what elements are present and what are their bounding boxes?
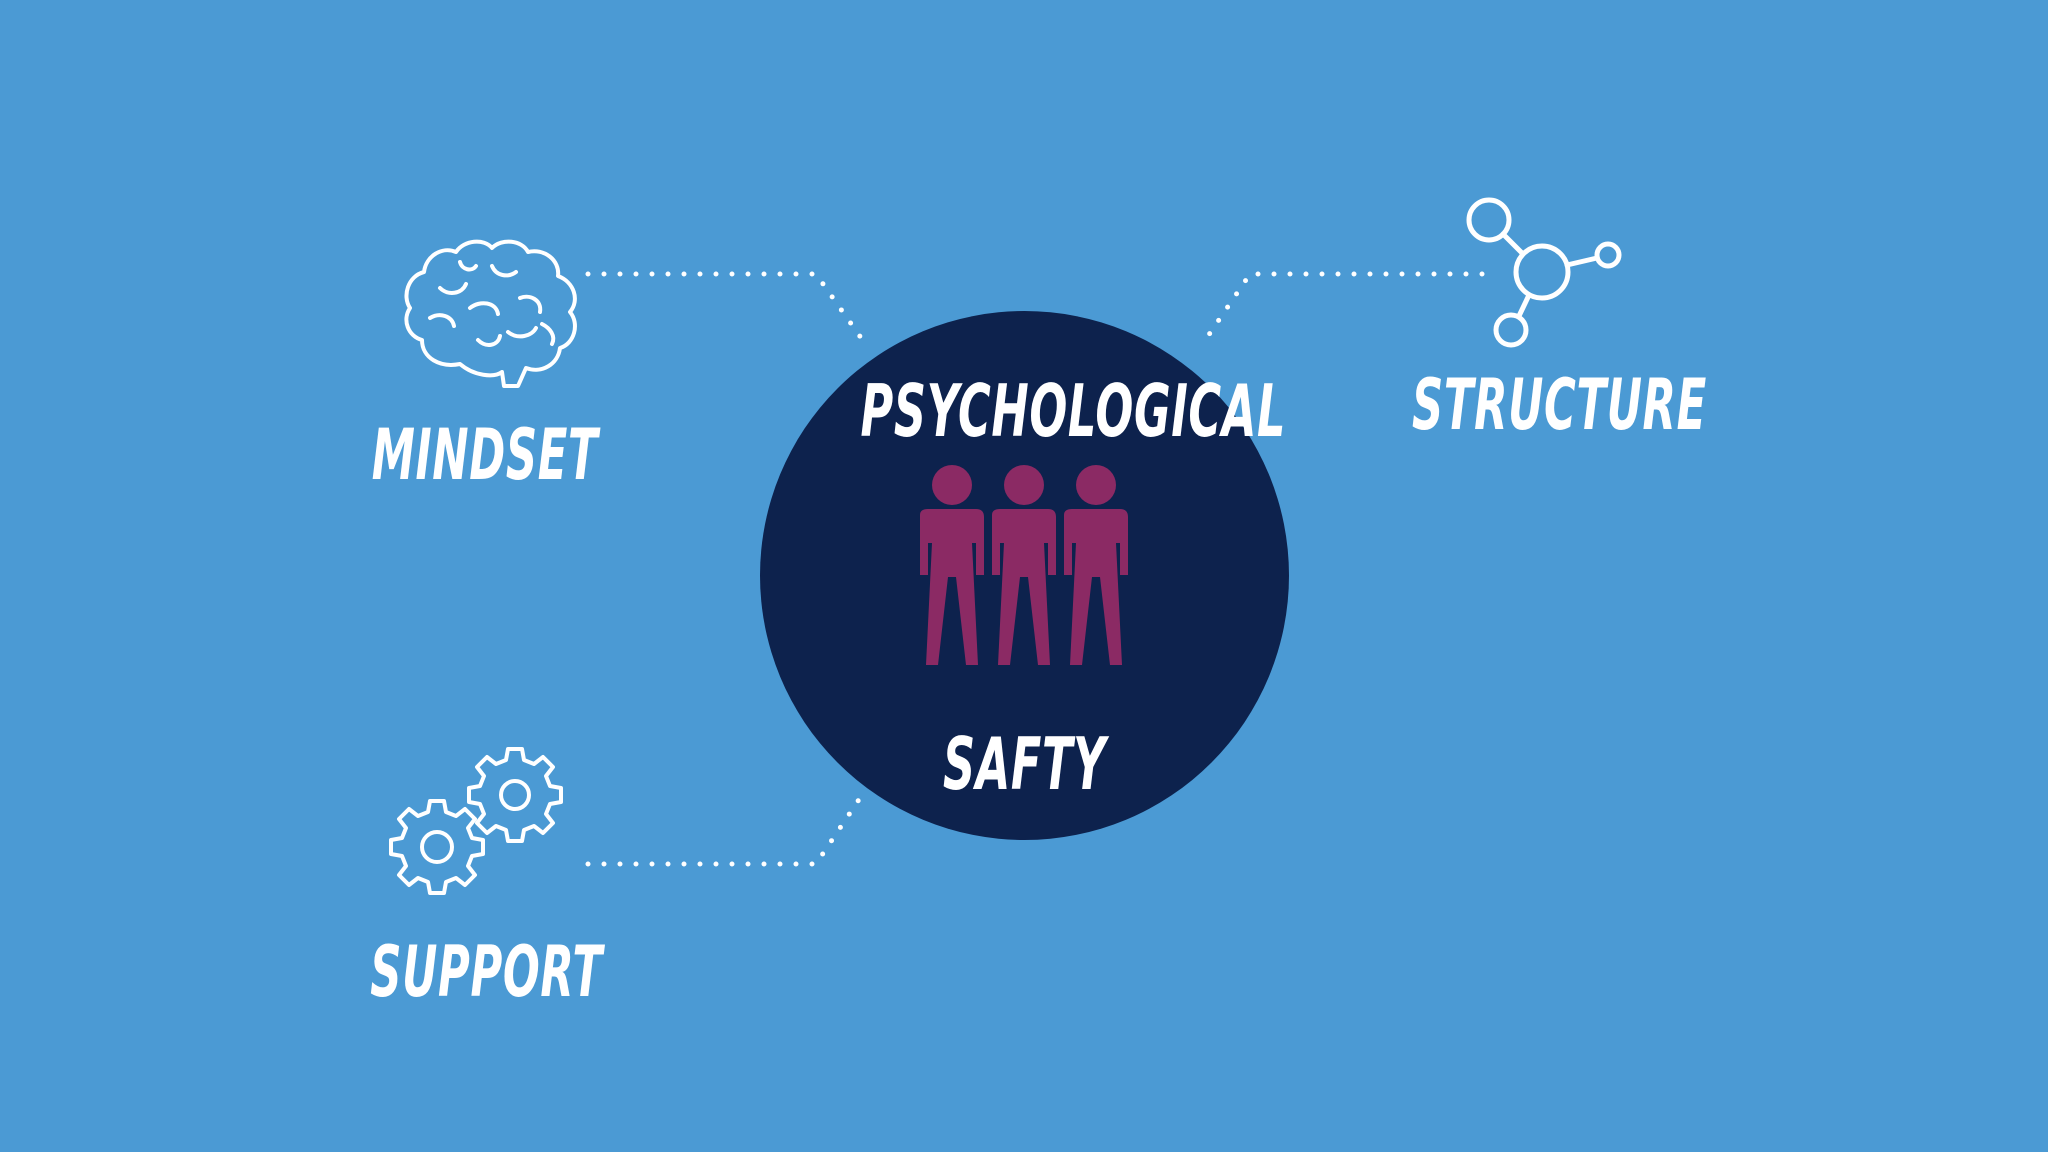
gears-icon <box>385 745 570 905</box>
node-label-support: SUPPORT <box>370 931 603 1013</box>
connector-mindset <box>585 271 867 345</box>
molecule-icon <box>1460 192 1625 352</box>
node-label-structure: STRUCTURE <box>1412 364 1707 446</box>
node-label-mindset: MINDSET <box>371 414 599 496</box>
people-group-icon <box>908 465 1144 670</box>
connector-structure <box>1201 271 1485 345</box>
person-icon <box>920 465 984 665</box>
connector-support <box>585 789 867 867</box>
center-title-bottom: SAFTY <box>942 722 1107 806</box>
person-icon <box>992 465 1056 665</box>
center-title-top: PSYCHOLOGICAL <box>860 369 1287 453</box>
brain-icon <box>400 236 585 394</box>
person-icon <box>1064 465 1128 665</box>
